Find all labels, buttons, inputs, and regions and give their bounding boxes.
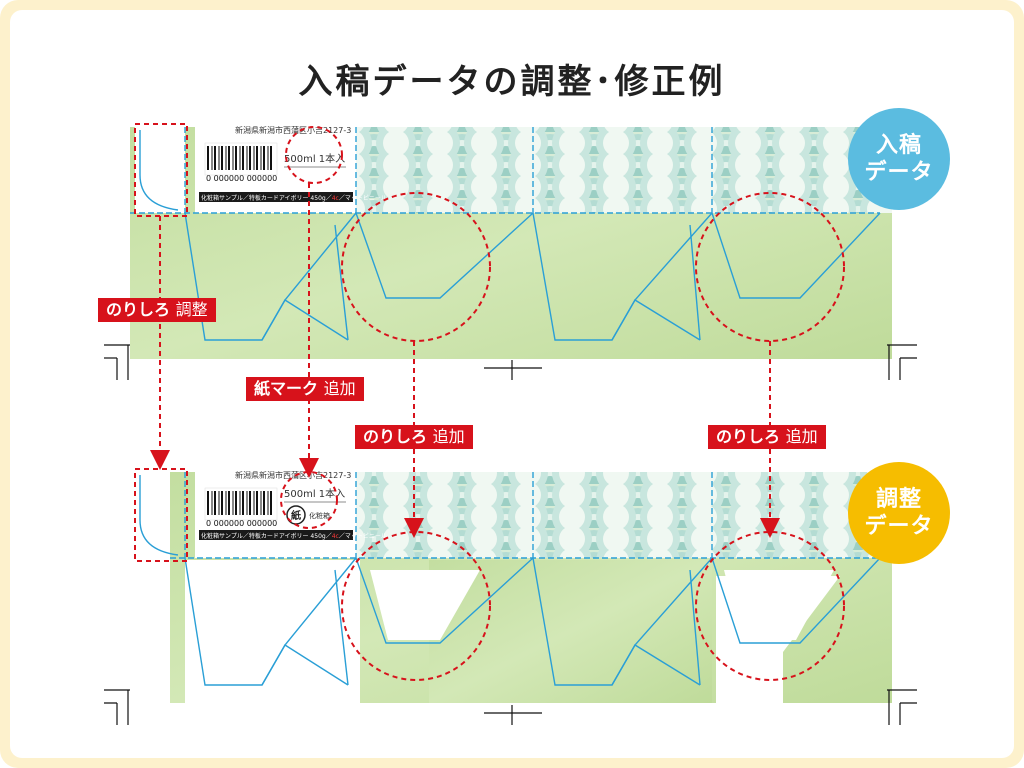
address-text-adjusted: 新潟県新潟市西蒲区小吉2127-3 xyxy=(235,470,351,480)
tag-glue-add-1: のりしろ 追加 xyxy=(355,425,473,449)
tag-glue-add-2-action: 追加 xyxy=(785,427,818,446)
highlight-glue-area-1-original xyxy=(341,192,491,342)
tag-paper-mark-add: 紙マーク 追加 xyxy=(246,377,364,401)
glue-flap-added-1 xyxy=(370,570,480,640)
fold-lines-adjusted xyxy=(139,472,881,686)
crop-marks xyxy=(104,344,917,380)
address-text: 新潟県新潟市西蒲区小吉2127-3 xyxy=(235,125,351,135)
tag-glue-adjust-main: のりしろ xyxy=(106,300,171,319)
volume-text: 500ml 1本入 xyxy=(284,152,345,165)
barcode-adjusted xyxy=(204,487,278,521)
volume-text-adjusted: 500ml 1本入 xyxy=(284,487,345,500)
paper-mark-symbol: 紙 xyxy=(291,509,301,522)
glue-flap-area xyxy=(135,127,185,213)
barcode xyxy=(204,142,278,176)
glue-flap-added-2 xyxy=(724,570,834,640)
barcode-number-adjusted: 0 000000 000000 xyxy=(206,519,277,528)
adjusted-panel-strip-1 xyxy=(429,560,712,703)
svg-text:化粧箱サンプル／特板カードアイボリー 450g／4c／マット: 化粧箱サンプル／特板カードアイボリー 450g／4c／マットビニール xyxy=(201,532,387,540)
spec-strip-adjusted: 化粧箱サンプル／特板カードアイボリー 450g／4c／マットビニール xyxy=(199,530,387,540)
tag-paper-mark-main: 紙マーク xyxy=(254,379,319,398)
badge-adjusted-line1: 調整 xyxy=(875,487,922,512)
spec-strip: 化粧箱サンプル／特板カードアイボリー 450g／4c／マットビニール xyxy=(199,192,387,202)
adjusted-dieline: 新潟県新潟市西蒲区小吉2127-3 xyxy=(104,470,917,725)
highlight-glue-area-1-adjusted xyxy=(341,531,491,681)
tag-paper-mark-action: 追加 xyxy=(323,379,356,398)
tag-glue-add-2-main: のりしろ xyxy=(716,427,781,446)
paper-mark-label: 化粧箱 xyxy=(309,511,330,520)
tag-glue-adjust-action: 調整 xyxy=(175,300,208,319)
highlight-paper-mark-adjusted xyxy=(280,471,338,529)
adjusted-wave-band xyxy=(356,472,892,558)
original-wave-band xyxy=(356,127,892,213)
highlight-glue-area-2-original xyxy=(695,192,845,342)
fold-lines xyxy=(130,127,881,341)
tag-glue-add-1-main: のりしろ xyxy=(363,427,428,446)
svg-text:化粧箱サンプル／特板カードアイボリー 450g／4c／マット: 化粧箱サンプル／特板カードアイボリー 450g／4c／マットビニール xyxy=(201,194,387,202)
annotations xyxy=(134,123,845,681)
crop-marks-adjusted xyxy=(104,689,917,725)
highlight-glue-area-2-adjusted xyxy=(695,531,845,681)
page-title: 入稿データの調整･修正例 xyxy=(298,62,726,102)
tag-glue-adjust: のりしろ 調整 xyxy=(98,298,216,322)
tag-glue-add-2: のりしろ 追加 xyxy=(708,425,826,449)
original-dieline: 新潟県新潟市西蒲区小吉2127-3 xyxy=(104,125,917,380)
canvas: 入稿データの調整･修正例 xyxy=(10,10,1014,758)
dieline-diagram: 新潟県新潟市西蒲区小吉2127-3 xyxy=(104,123,917,725)
badge-adjusted-line2: データ xyxy=(864,514,934,539)
tag-glue-add-1-action: 追加 xyxy=(432,427,465,446)
highlight-paper-mark-original xyxy=(285,126,343,184)
badge-original-line2: データ xyxy=(864,160,934,185)
badge-original-line1: 入稿 xyxy=(875,133,922,158)
badge-original-data: 入稿 データ xyxy=(848,108,950,210)
barcode-number: 0 000000 000000 xyxy=(206,174,277,183)
badge-adjusted-data: 調整 データ xyxy=(848,462,950,564)
